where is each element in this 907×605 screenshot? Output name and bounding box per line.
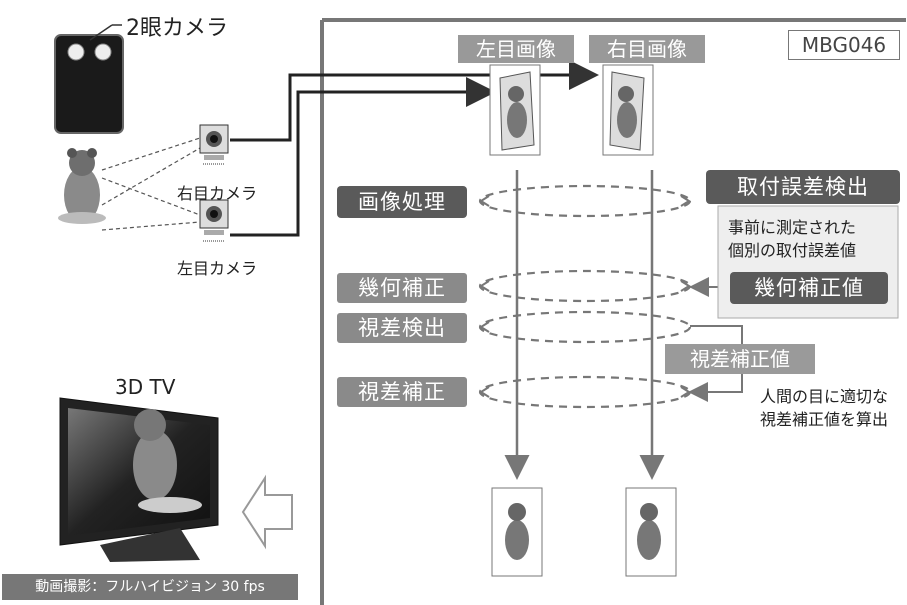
panel-frame xyxy=(320,18,906,605)
geometric-correction-value-box: 幾何補正値 xyxy=(730,272,888,304)
parallax-note-line-2: 視差補正値を算出 xyxy=(760,410,889,429)
left-camera-label: 左目カメラ xyxy=(177,259,258,278)
mount-note-line-1: 事前に測定された xyxy=(728,218,857,237)
mount-note-line-2: 個別の取付誤差値 xyxy=(728,241,857,260)
left-input-frame xyxy=(489,64,541,156)
step-parallax-detection: 視差検出 xyxy=(337,313,467,343)
tv-title: 3D TV xyxy=(115,375,176,399)
tv-icon xyxy=(59,397,219,562)
mount-error-detection-box: 取付誤差検出 xyxy=(706,170,900,204)
left-image-header: 左目画像 xyxy=(458,35,574,63)
parallax-note-line-1: 人間の目に適切な xyxy=(760,387,889,406)
parallax-correction-value-box: 視差補正値 xyxy=(665,344,815,374)
process-flow-arrows xyxy=(504,170,665,480)
output-arrow-icon xyxy=(241,474,293,550)
right-input-frame xyxy=(602,64,654,156)
process-ellipses xyxy=(478,184,692,409)
tv-caption: 動画撮影：フルハイビジョン 30 fps xyxy=(2,574,298,600)
step-parallax-correction: 視差補正 xyxy=(337,377,467,407)
right-output-frame xyxy=(625,487,677,577)
stereo-camera xyxy=(54,24,124,134)
view-lines xyxy=(101,137,201,231)
figure-code: MBG046 xyxy=(788,30,900,60)
step-geometric-correction: 幾何補正 xyxy=(337,273,467,303)
step-image-processing: 画像処理 xyxy=(337,186,467,218)
bear-subject xyxy=(58,148,106,224)
right-camera-label: 右目カメラ xyxy=(177,184,258,203)
left-output-frame xyxy=(491,487,543,577)
signal-lines xyxy=(230,60,599,237)
stereo-camera-label: 2眼カメラ xyxy=(126,16,228,41)
left-camera-module xyxy=(199,199,229,242)
right-camera-module xyxy=(199,124,229,165)
right-image-header: 右目画像 xyxy=(589,35,705,63)
